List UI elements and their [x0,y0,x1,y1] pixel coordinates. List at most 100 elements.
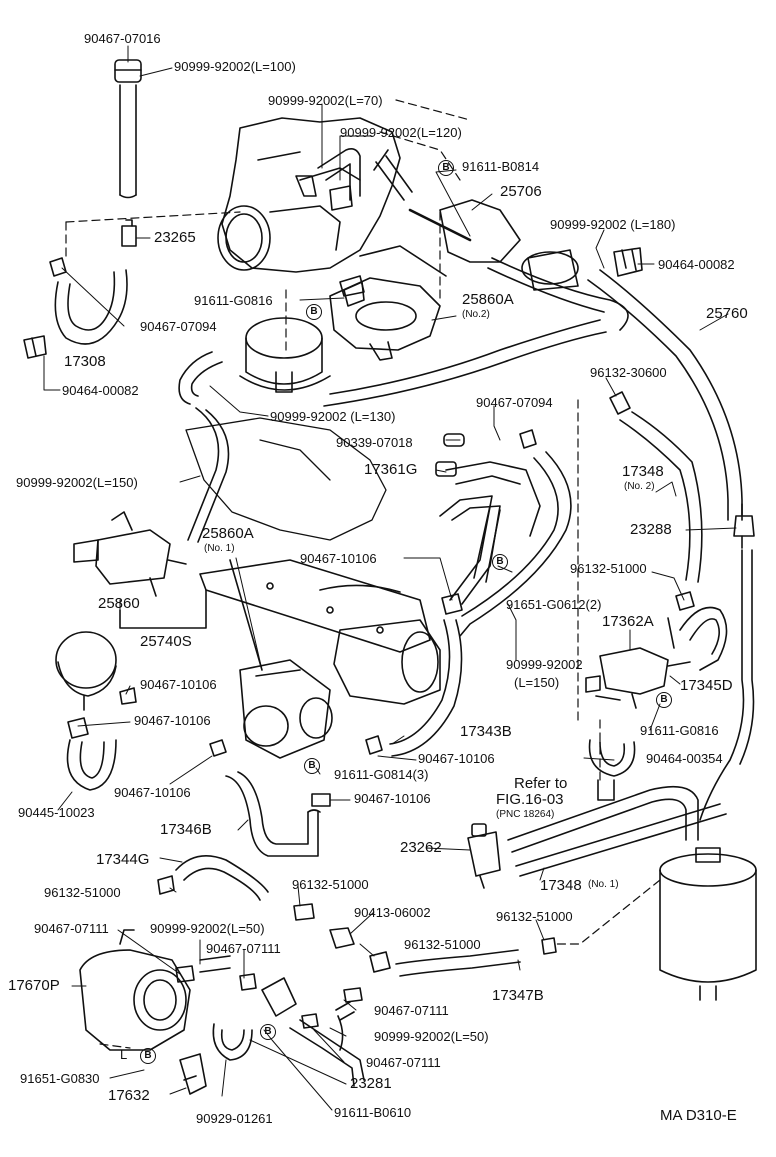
vsv-25706 [410,200,578,290]
clip-23281 [213,1024,252,1060]
label-fig-16-03: FIG.16-03 [496,791,564,808]
hose-25760 [324,270,742,520]
label-pnc-18264: (PNC 18264) [496,809,555,820]
label-91611-b0610: 91611-B0610 [334,1105,412,1120]
label-23281: 23281 [350,1075,392,1092]
assembly-17362a [586,608,727,709]
diagram-code: MA D310-E [660,1107,737,1124]
part-17670p [80,930,190,1050]
valve-25860a-no1 [230,560,332,758]
label-96132-51000-d: 96132-51000 [496,909,573,924]
hose-l150-left [188,408,229,542]
label-90339-07018: 90339-07018 [336,435,413,450]
label-hose-l100: 90999-92002(L=100) [174,59,296,74]
label-96132-51000-a: 96132-51000 [570,561,647,576]
label-91611-g0816-right: 91611-G0816 [640,723,719,738]
label-l150-right: (L=150) [514,675,560,690]
label-hose-l180: 90999-92002 (L=180) [550,217,676,232]
valve-25860 [74,512,186,596]
hose-17347b [396,950,520,976]
label-90467-07111-a: 90467-07111 [34,921,109,936]
label-91611-g0816-top: 91611-G0816 [194,293,273,308]
label-25706: 25706 [500,183,542,200]
label-90467-07016: 90467-07016 [84,31,161,46]
label-17670p: 17670P [8,977,60,994]
label-90464-00354: 90464-00354 [646,751,723,766]
bolt-symbol-icon: B [306,304,322,320]
label-l-marker: L [120,1047,128,1062]
label-17344g: 17344G [96,851,150,868]
label-hose-l150-right: 90999-92002 [506,657,583,672]
hose-l130 [179,352,222,404]
label-90464-00082-left: 90464-00082 [62,383,139,398]
hose-90445 [68,718,117,790]
hose-bottom-small [200,956,364,1086]
label-17361g: 17361G [364,461,418,478]
label-90467-10106-a: 90467-10106 [300,551,377,566]
hose-17344g [176,856,268,900]
label-96132-51000-c: 96132-51000 [44,885,121,900]
bracket-17632 [180,1054,206,1094]
label-90445-10023: 90445-10023 [18,805,95,820]
label-17348-no1: 17348 [540,877,582,894]
label-25760: 25760 [706,305,748,322]
bolt-symbol-icon: B [260,1024,276,1040]
diaphragm-left [56,632,116,710]
misc-clamps [120,276,694,1028]
label-no2-17348: (No. 2) [624,481,655,492]
line-to-filter [700,550,754,820]
hose-17348-no2 [610,392,702,582]
clamp-00354 [590,740,635,800]
label-hose-l70: 90999-92002(L=70) [268,93,383,108]
label-96132-30600: 96132-30600 [590,365,667,380]
label-90467-10106-e: 90467-10106 [114,785,191,800]
label-90467-10106-b: 90467-10106 [140,677,217,692]
hose-l180 [488,258,628,330]
label-90467-10106-d: 90467-10106 [418,751,495,766]
label-17348-no2: 17348 [622,463,664,480]
bolt-symbol-icon: B [492,554,508,570]
clamp-96132-right [542,938,556,954]
canister [320,585,440,704]
label-90467-07094-left: 90467-07094 [140,319,217,334]
label-90413-06002: 90413-06002 [354,905,431,920]
label-25860a-top: 25860A [462,291,514,308]
label-hose-l50-b: 90999-92002(L=50) [374,1029,489,1044]
label-hose-l50-a: 90999-92002(L=50) [150,921,265,936]
label-17345d: 17345D [680,677,733,694]
label-no1-25860a: (No. 1) [204,543,235,554]
label-25860a-no1: 25860A [202,525,254,542]
label-90929-01261: 90929-01261 [196,1111,273,1126]
label-96132-51000-e: 96132-51000 [404,937,481,952]
label-90467-07094-mid: 90467-07094 [476,395,553,410]
hose-l70-l120 [318,149,412,200]
label-17308: 17308 [64,353,106,370]
pipes-17361g [436,434,540,604]
label-23262: 23262 [400,839,442,856]
sensor-23262 [468,824,500,888]
label-91651-g0830: 91651-G0830 [20,1071,100,1086]
label-90467-07111-d: 90467-07111 [366,1055,441,1070]
bolt-symbol-icon: B [304,758,320,774]
label-23265: 23265 [154,229,196,246]
bolt-symbol-icon: B [656,692,672,708]
label-no2-top: (No.2) [462,309,490,320]
fuel-filter [660,848,756,1000]
clamp-00082-left [24,336,46,358]
label-17347b: 17347B [492,987,544,1004]
fitting-23265 [122,220,136,246]
label-91651-g0612: 91651-G0612(2) [506,597,602,612]
hose-17308 [50,258,127,344]
label-23288: 23288 [630,521,672,538]
label-90467-10106-f: 90467-10106 [354,791,431,806]
label-refer-to: Refer to [514,775,568,792]
hose-17346b [226,772,320,856]
bolt-symbol-icon: B [140,1048,156,1064]
label-90464-00082-right: 90464-00082 [658,257,735,272]
bolt-symbol-icon: B [438,160,454,176]
label-17343b: 17343B [460,723,512,740]
label-25860: 25860 [98,595,140,612]
vacuum-valve-no2 [330,246,446,360]
diaphragm-unit [240,318,330,392]
